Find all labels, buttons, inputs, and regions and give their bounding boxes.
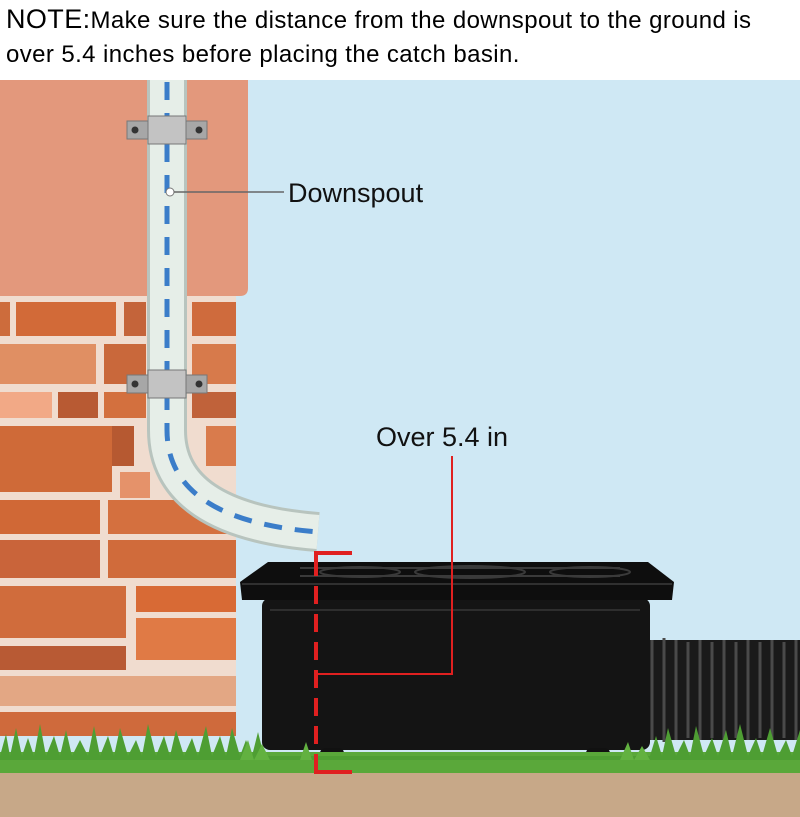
measure-bracket-top [314, 551, 352, 576]
downspout-label: Downspout [288, 178, 424, 208]
brick [0, 344, 96, 384]
downspout-marker [165, 187, 175, 197]
basin-body [262, 598, 650, 750]
downspout-flow-dashes [164, 82, 319, 535]
measure-bracket-bottom [314, 762, 352, 774]
brick [16, 302, 116, 336]
basin-grate [240, 562, 674, 600]
pipe-bracket [126, 369, 208, 399]
brick [0, 426, 112, 492]
brick [58, 392, 98, 418]
pipe-bracket [126, 115, 208, 145]
brick [192, 302, 236, 336]
grass-blades [0, 724, 800, 760]
brick [136, 586, 236, 612]
brick [192, 392, 236, 418]
note-lead: NOTE: [6, 4, 91, 34]
brick [0, 586, 126, 638]
brick [0, 500, 100, 534]
brick [0, 540, 100, 578]
brick [0, 392, 52, 418]
brick [120, 472, 150, 498]
brick [0, 676, 236, 706]
drain-pipe [640, 638, 800, 742]
brick [0, 302, 10, 336]
brick [124, 302, 146, 336]
brick [0, 712, 236, 736]
ground [0, 773, 800, 817]
brick [104, 392, 146, 418]
brick [0, 646, 126, 670]
grate-slots [300, 565, 631, 579]
note-text: NOTE:Make sure the distance from the dow… [6, 2, 798, 72]
brick [206, 426, 236, 466]
note-body: Make sure the distance from the downspou… [6, 7, 752, 68]
clearance-measurement [314, 456, 453, 774]
brick [136, 618, 236, 660]
clearance-label: Over 5.4 in [376, 422, 508, 452]
brick [108, 540, 236, 578]
measure-leader-line [316, 456, 453, 675]
wall-panel [0, 80, 248, 296]
catch-basin [240, 562, 674, 760]
brick [112, 426, 134, 466]
